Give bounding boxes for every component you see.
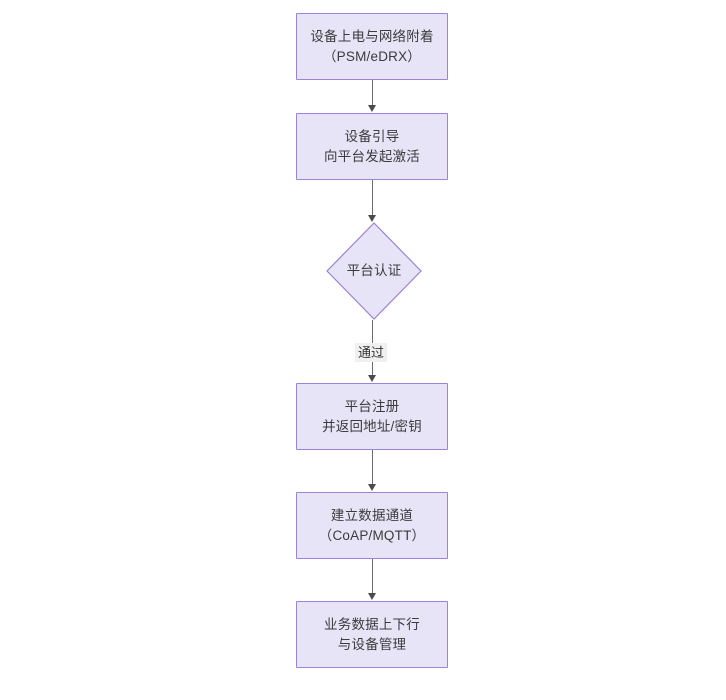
arrowhead-icon <box>368 215 376 222</box>
flow-edge-bootstrap-to-platform-auth <box>366 180 382 224</box>
arrowhead-icon <box>368 375 376 382</box>
flow-node-platform-auth[interactable]: 平台认证 <box>326 222 422 320</box>
arrowhead-icon <box>368 484 376 491</box>
edge-line <box>372 80 373 106</box>
flow-edge-register-to-data-channel <box>366 450 382 492</box>
flow-node-bootstrap-label: 设备引导 向平台发起激活 <box>324 128 420 164</box>
arrowhead-icon <box>368 593 376 600</box>
flow-node-bootstrap[interactable]: 设备引导 向平台发起激活 <box>296 113 448 180</box>
flow-edge-power-on-to-bootstrap <box>366 80 382 113</box>
diamond-shape <box>326 222 422 320</box>
edge-line <box>372 180 373 216</box>
arrowhead-icon <box>368 105 376 112</box>
flow-node-power-on[interactable]: 设备上电与网络附着 （PSM/eDRX） <box>296 13 448 80</box>
flow-node-data-channel-label: 建立数据通道 （CoAP/MQTT） <box>318 507 426 543</box>
flow-node-business-data-label: 业务数据上下行 与设备管理 <box>324 616 420 652</box>
flow-node-data-channel[interactable]: 建立数据通道 （CoAP/MQTT） <box>296 492 448 559</box>
flow-node-platform-register[interactable]: 平台注册 并返回地址/密钥 <box>296 383 448 450</box>
edge-line <box>372 450 373 485</box>
flow-node-platform-register-label: 平台注册 并返回地址/密钥 <box>322 398 422 434</box>
edge-line <box>372 559 373 594</box>
flow-node-power-on-label: 设备上电与网络附着 （PSM/eDRX） <box>310 28 434 64</box>
flow-edge-label-pass: 通过 <box>355 343 388 362</box>
flow-node-business-data[interactable]: 业务数据上下行 与设备管理 <box>296 601 448 668</box>
flow-edge-data-channel-to-business <box>366 559 382 601</box>
